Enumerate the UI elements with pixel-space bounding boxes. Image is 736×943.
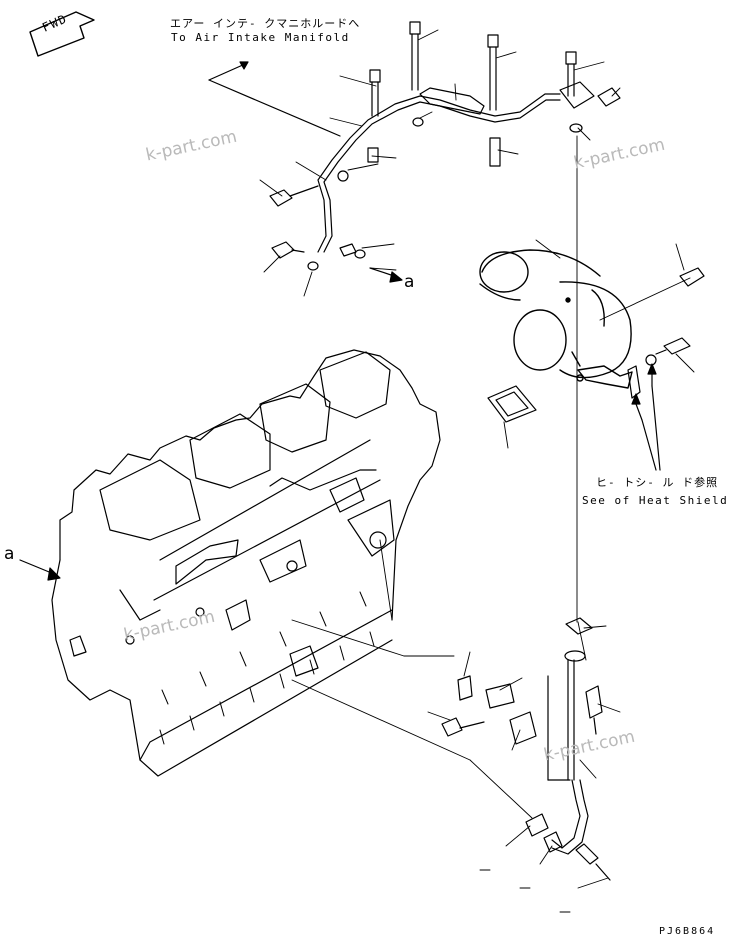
turbo-gasket: [487, 385, 537, 449]
turbo-fasteners: [535, 239, 705, 471]
lower-drain-parts: [441, 617, 611, 881]
heat-shield-label-en: See of Heat Shield: [582, 494, 729, 507]
air-intake-leader: [208, 61, 341, 137]
turbocharger: [479, 249, 633, 389]
fwd-arrow-icon: [29, 11, 95, 57]
drawing-code: PJ6B864: [659, 926, 716, 937]
oil-pan-ribs: [159, 591, 375, 745]
leader-lines-engine: [291, 539, 533, 819]
air-intake-label-en: To Air Intake Manifold: [171, 31, 350, 44]
heat-shield-label-jp: ヒ- トシ- ル ド参照: [596, 476, 719, 489]
reference-a-left: a: [4, 544, 15, 564]
upper-bolts: [269, 21, 621, 271]
reference-a-right: a: [404, 272, 415, 292]
air-intake-label-jp: エアー インテ- クマニホルードへ: [170, 17, 361, 30]
oil-tube-upper: [317, 87, 561, 253]
arrow-to-a-right: [369, 267, 403, 283]
leader-lines-lower: [427, 625, 621, 913]
engine-block: [51, 349, 441, 777]
arrow-to-a-left: [19, 559, 61, 581]
leader-lines-upper: [259, 29, 621, 297]
drain-centerline: [576, 135, 587, 661]
